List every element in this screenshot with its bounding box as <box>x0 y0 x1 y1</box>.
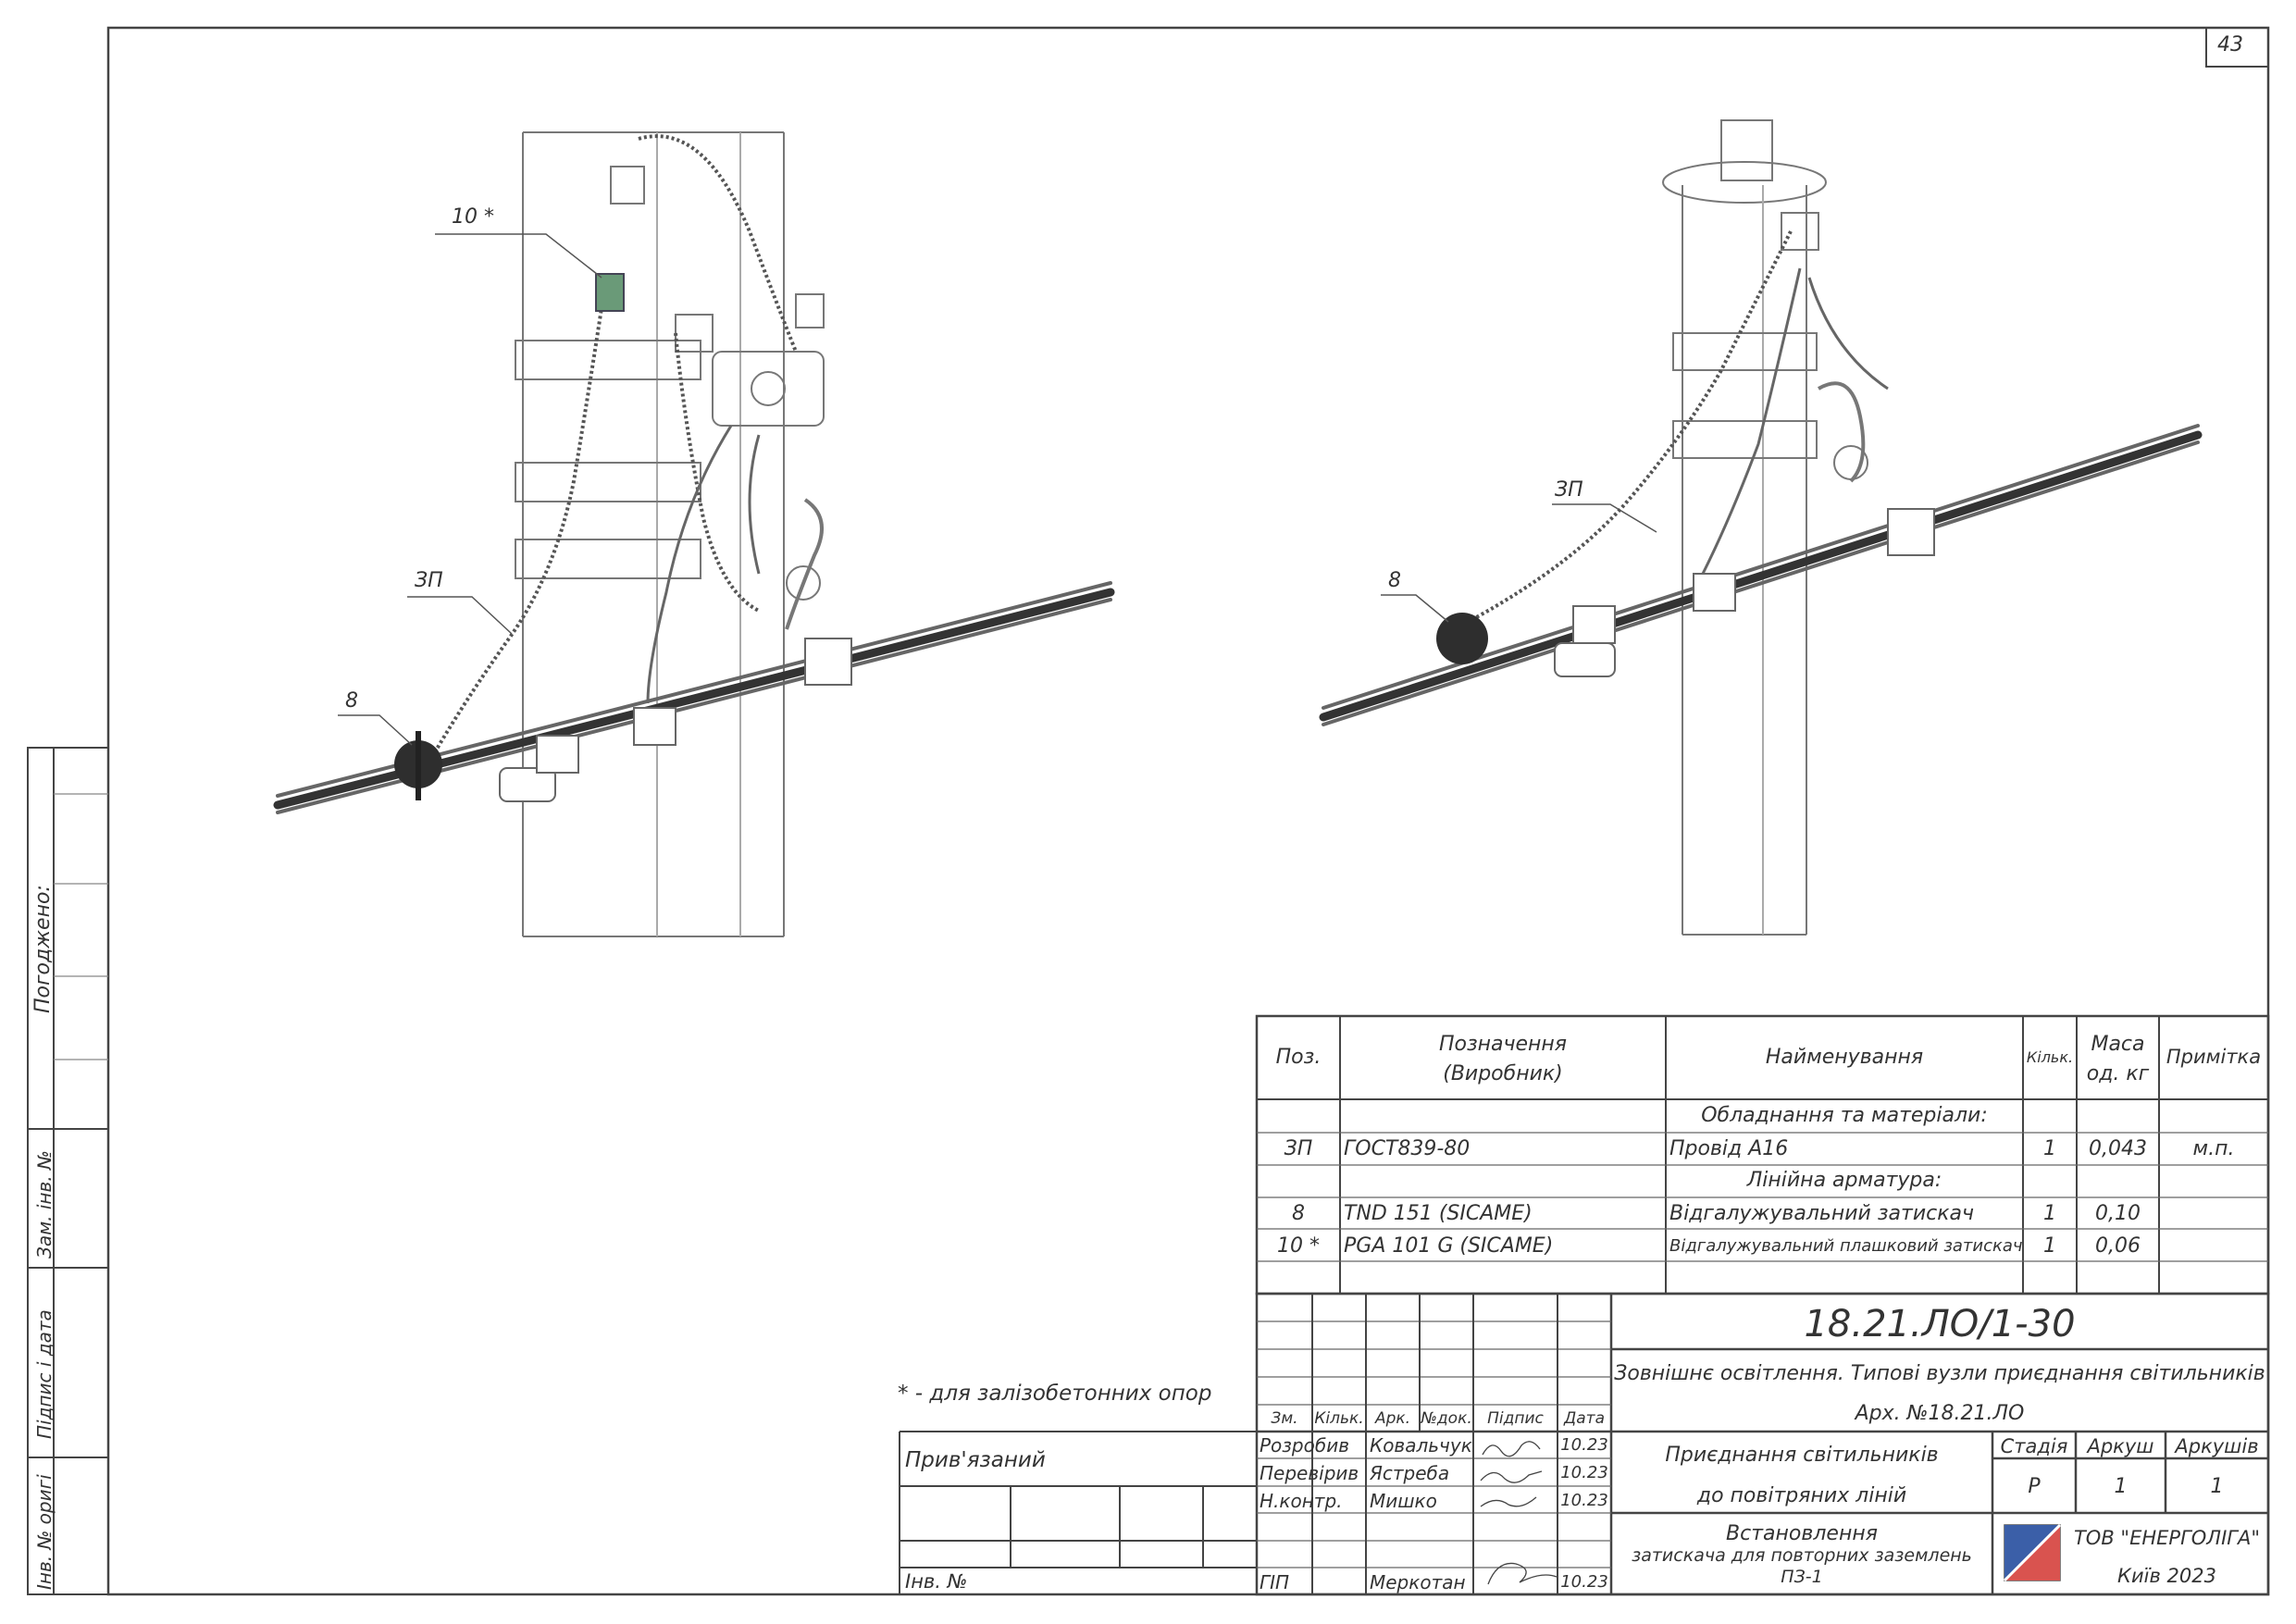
row-name: Провід А16 <box>1669 1137 1789 1160</box>
row-mass: 0,06 <box>2095 1234 2141 1258</box>
person-date: 10.23 <box>1560 1572 1608 1592</box>
stage-value: Р <box>2028 1475 2041 1498</box>
sheet-title-2: до повітряних ліній <box>1696 1484 1907 1507</box>
row-pos: 10 * <box>1277 1234 1320 1258</box>
person-role: ГІП <box>1260 1571 1290 1593</box>
person-name: Мишко <box>1370 1490 1437 1512</box>
linked-label: Прив'язаний <box>905 1448 1046 1472</box>
col-zm: Зм. <box>1271 1409 1298 1428</box>
drawing-title-1: Встановлення <box>1726 1522 1878 1545</box>
company-name: ТОВ "ЕНЕРГОЛІГА" <box>2073 1527 2261 1549</box>
row-name: Відгалужувальний плашковий затискач <box>1669 1236 2023 1256</box>
footnote: * - для залізобетонних опор <box>898 1382 1212 1406</box>
hdr-designation-2: (Виробник) <box>1443 1062 1563 1085</box>
hdr-pos: Поз. <box>1275 1046 1322 1069</box>
person-date: 10.23 <box>1560 1491 1608 1510</box>
callout-zp-left: ЗП <box>415 569 443 592</box>
row-qty: 1 <box>2043 1137 2056 1160</box>
hdr-qty: Кільк. <box>2026 1048 2074 1066</box>
side-orig-inv: Інв. № оригі <box>33 1474 56 1590</box>
sheet-number: 43 <box>2217 33 2243 56</box>
sheet-title-1: Приєднання світильників <box>1665 1444 1939 1467</box>
row-qty: 1 <box>2043 1202 2056 1225</box>
row-designation: TND 151 (SICAME) <box>1344 1202 1533 1225</box>
person-name: Ковальчук <box>1370 1434 1472 1457</box>
sheet-value: 1 <box>2114 1475 2128 1498</box>
drawing-title-3: ПЗ-1 <box>1781 1567 1823 1587</box>
person-role: Перевірив <box>1260 1462 1359 1484</box>
person-name: Ястреба <box>1370 1462 1450 1484</box>
person-date: 10.23 <box>1560 1435 1608 1455</box>
hdr-mass-1: Маса <box>2091 1033 2145 1056</box>
person-name: Меркотан <box>1370 1571 1466 1593</box>
row-pos: ЗП <box>1284 1137 1313 1160</box>
col-ark: Арк. <box>1374 1409 1411 1428</box>
row-designation: ГОСТ839-80 <box>1344 1137 1471 1160</box>
inv-no-label: Інв. № <box>905 1570 968 1593</box>
row-pos: 8 <box>1292 1202 1305 1225</box>
person-role: Розробив <box>1260 1434 1349 1457</box>
project-title: Зовнішнє освітлення. Типові вузли приєдн… <box>1614 1362 2265 1385</box>
side-sign-date: Підпис і дата <box>33 1309 56 1439</box>
person-date: 10.23 <box>1560 1463 1608 1482</box>
sheets-value: 1 <box>2210 1475 2224 1498</box>
company-logo <box>2003 1523 2062 1582</box>
sheets-label: Аркушів <box>2175 1435 2259 1457</box>
hdr-designation-1: Позначення <box>1438 1033 1568 1056</box>
archive-number: Арх. №18.21.ЛО <box>1855 1402 2025 1425</box>
col-sign: Підпис <box>1487 1409 1544 1428</box>
col-date: Дата <box>1563 1409 1606 1428</box>
hdr-name: Найменування <box>1765 1046 1924 1069</box>
section-equipment: Обладнання та матеріали: <box>1701 1104 1988 1127</box>
hdr-note: Примітка <box>2166 1046 2262 1068</box>
section-fittings: Лінійна арматура: <box>1746 1169 1942 1192</box>
person-role: Н.контр. <box>1260 1490 1343 1512</box>
signatures <box>1480 1441 1558 1585</box>
drawing-title-2: затискача для повторних заземлень <box>1632 1545 1972 1566</box>
callout-8-right: 8 <box>1388 569 1401 592</box>
row-qty: 1 <box>2043 1234 2056 1258</box>
row-designation: PGA 101 G (SICAME) <box>1344 1234 1554 1258</box>
hdr-mass-2: од. кг <box>2086 1062 2150 1085</box>
company-city-year: Київ 2023 <box>2117 1565 2216 1587</box>
sheet-label: Аркуш <box>2087 1435 2154 1457</box>
callout-8-left: 8 <box>345 689 358 713</box>
col-qty: Кільк. <box>1314 1409 1364 1428</box>
row-name: Відгалужувальний затискач <box>1669 1202 1974 1225</box>
callout-10-left: 10 * <box>452 205 494 229</box>
col-docno: №док. <box>1421 1409 1472 1428</box>
row-mass: 0,043 <box>2089 1137 2147 1160</box>
row-mass: 0,10 <box>2095 1202 2141 1225</box>
tnd-clamp-right <box>1436 613 1488 664</box>
side-replace-inv: Зам. інв. № <box>33 1150 56 1258</box>
stage-label: Стадія <box>2000 1435 2068 1457</box>
side-agreed: Погоджено: <box>31 885 55 1013</box>
callout-zp-right: ЗП <box>1555 478 1583 502</box>
pga-clamp-highlight <box>595 273 625 312</box>
row-note: м.п. <box>2192 1137 2235 1160</box>
doc-code: 18.21.ЛО/1-30 <box>1804 1303 2076 1345</box>
